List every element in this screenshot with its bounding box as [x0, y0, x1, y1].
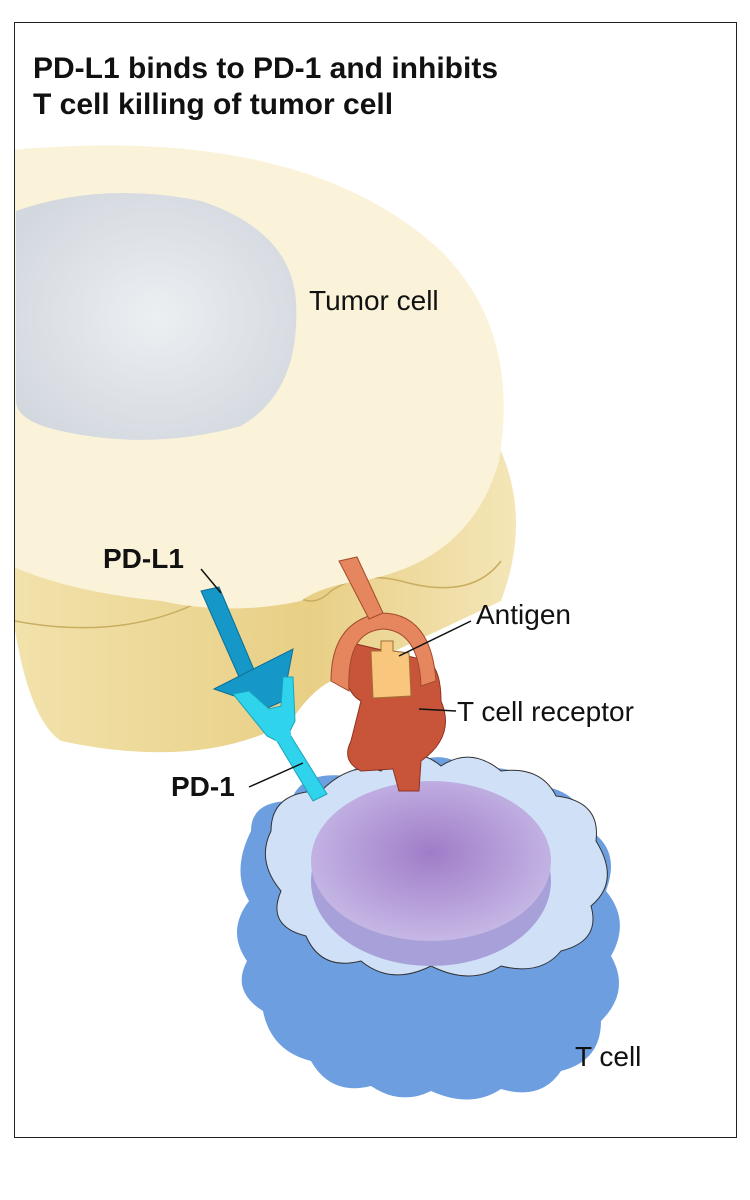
tumor-nucleus	[16, 193, 297, 440]
title-line-1: PD-L1 binds to PD-1 and inhibits	[33, 52, 498, 85]
diagram-title: PD-L1 binds to PD-1 and inhibits T cell …	[33, 51, 498, 123]
illustration	[15, 145, 620, 1100]
pd-1-protein	[232, 676, 328, 802]
label-tumor-cell: Tumor cell	[309, 285, 439, 316]
label-antigen: Antigen	[476, 599, 571, 630]
t-cell-nucleus	[311, 781, 551, 941]
t-cell-receptor	[330, 556, 446, 792]
title-line-2: T cell killing of tumor cell	[33, 88, 394, 121]
label-pd-1: PD-1	[171, 771, 235, 802]
diagram-frame: PD-L1 binds to PD-1 and inhibits T cell …	[14, 22, 737, 1138]
leader-lines	[200, 568, 472, 788]
label-pd-l1: PD-L1	[103, 543, 184, 574]
label-t-cell: T cell	[575, 1041, 642, 1072]
label-t-cell-receptor: T cell receptor	[457, 696, 634, 727]
